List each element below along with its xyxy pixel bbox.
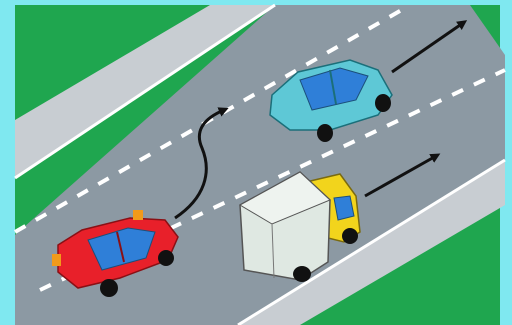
road-scene: [0, 0, 512, 325]
overtaking-illustration: [0, 0, 512, 325]
